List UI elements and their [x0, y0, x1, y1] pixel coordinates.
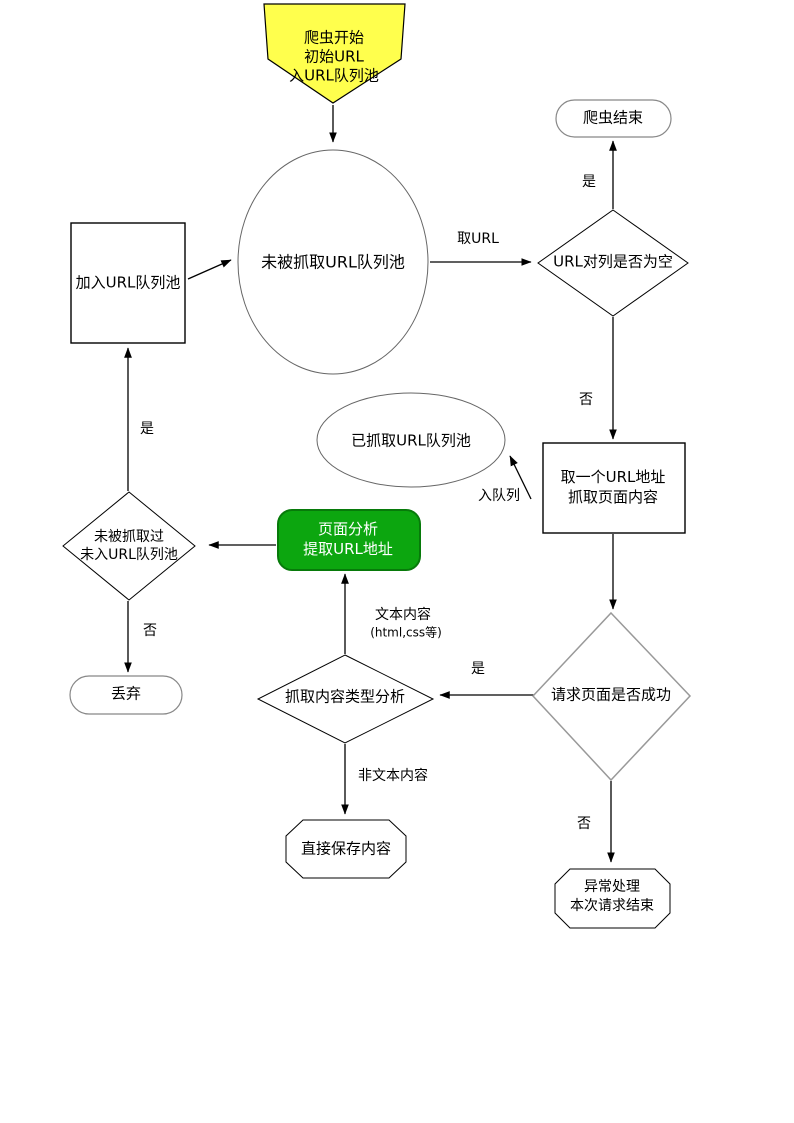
fetch-url-label: 取一个URL地址 抓取页面内容	[561, 467, 666, 507]
edge-label-no-to-discard: 否	[143, 623, 157, 639]
edge-label-yes-to-end: 是	[582, 174, 596, 190]
fetch-url-line-1: 取一个URL地址	[560, 468, 666, 486]
edges	[124, 105, 617, 863]
exception-line-1: 异常处理	[584, 879, 640, 895]
page-analysis-rounded-shape	[277, 509, 421, 571]
start-line-3: 入URL队列池	[289, 66, 379, 85]
start-pentagon-shape	[263, 3, 406, 104]
queue-empty-label: URL对列是否为空	[553, 252, 673, 271]
add-to-queue-label: 加入URL队列池	[75, 273, 181, 292]
content-type-diamond-shape	[256, 654, 435, 744]
edge-label-yes-to-add: 是	[140, 421, 154, 437]
edge-label-no-to-fetch: 否	[579, 392, 593, 408]
start-node-label: 爬虫开始 初始URL 入URL队列池	[289, 29, 379, 86]
edge-label-enqueue: 入队列	[478, 488, 520, 504]
page-analysis-line-1: 页面分析	[317, 520, 379, 538]
request-success-diamond-shape	[531, 611, 692, 782]
exception-label: 异常处理 本次请求结束	[570, 878, 654, 916]
crawled-pool-label: 已抓取URL队列池	[351, 431, 471, 450]
not-crawled-diamond-shape	[62, 491, 196, 601]
fetch-url-line-2: 抓取页面内容	[567, 488, 659, 506]
uncrawled-pool-label: 未被抓取URL队列池	[261, 252, 405, 272]
not-crawled-line-2: 未入URL队列池	[80, 547, 178, 563]
start-line-2: 初始URL	[304, 47, 364, 66]
discard-label: 丢弃	[110, 684, 142, 703]
crawler-end-label: 爬虫结束	[582, 108, 644, 127]
save-content-label: 直接保存内容	[300, 839, 392, 858]
content-type-label: 抓取内容类型分析	[284, 687, 406, 706]
page-analysis-label: 页面分析 提取URL地址	[303, 519, 393, 559]
discard-stadium-shape	[69, 675, 183, 715]
exception-octagon-shape	[554, 868, 671, 929]
fetch-url-rect-shape	[542, 442, 686, 534]
edge-enqueue-to-crawledpool	[509, 455, 532, 500]
edge-label-take-url: 取URL	[457, 231, 499, 247]
not-crawled-line-1: 未被抓取过	[94, 529, 164, 545]
edge-add-to-pool	[187, 259, 232, 280]
edge-label-non-text: 非文本内容	[358, 768, 428, 784]
uncrawled-pool-ellipse-shape	[237, 149, 429, 375]
crawler-end-stadium-shape	[555, 99, 672, 138]
crawled-pool-ellipse-shape	[316, 392, 506, 488]
save-content-octagon-shape	[285, 819, 407, 879]
edge-label-no-to-exception: 否	[577, 816, 591, 832]
queue-empty-diamond-shape	[537, 209, 689, 317]
start-line-1: 爬虫开始	[303, 28, 365, 47]
not-crawled-label: 未被抓取过 未入URL队列池	[80, 528, 178, 564]
request-success-label: 请求页面是否成功	[550, 685, 672, 704]
page-analysis-line-2: 提取URL地址	[303, 540, 393, 558]
add-to-queue-rect-shape	[70, 222, 186, 344]
edge-label-text-content-sub: (html,css等)	[370, 625, 442, 640]
exception-line-2: 本次请求结束	[570, 898, 654, 914]
edge-label-text-content: 文本内容	[375, 607, 431, 623]
edge-label-yes-to-typecheck: 是	[471, 661, 485, 677]
